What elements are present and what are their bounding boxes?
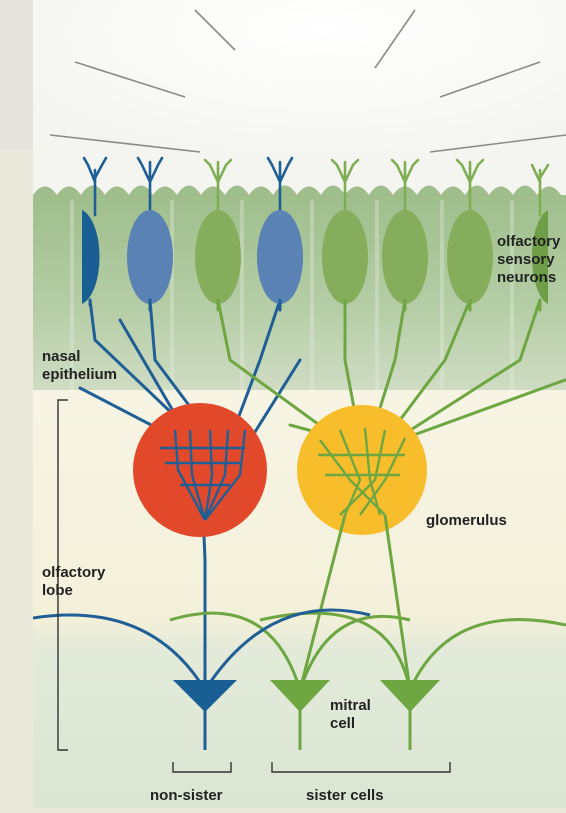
air-region [33,0,566,200]
neuron-body-green [382,210,428,304]
label-glomerulus: glomerulus [426,512,507,529]
neuron-body-green [195,210,241,304]
red-glomerulus [133,403,267,537]
neuron-body-blue [257,210,303,304]
neuron-body-green [447,210,493,304]
yellow-glomerulus [297,405,427,535]
label-non-sister: non-sister [150,787,223,804]
neuron-body-blue [127,210,173,304]
neuron-body-green [322,210,368,304]
left-margin-top [0,0,33,150]
label-olfactory-sensory-neurons: olfactory sensory neurons [497,233,565,286]
label-sister-cells: sister cells [306,787,384,804]
